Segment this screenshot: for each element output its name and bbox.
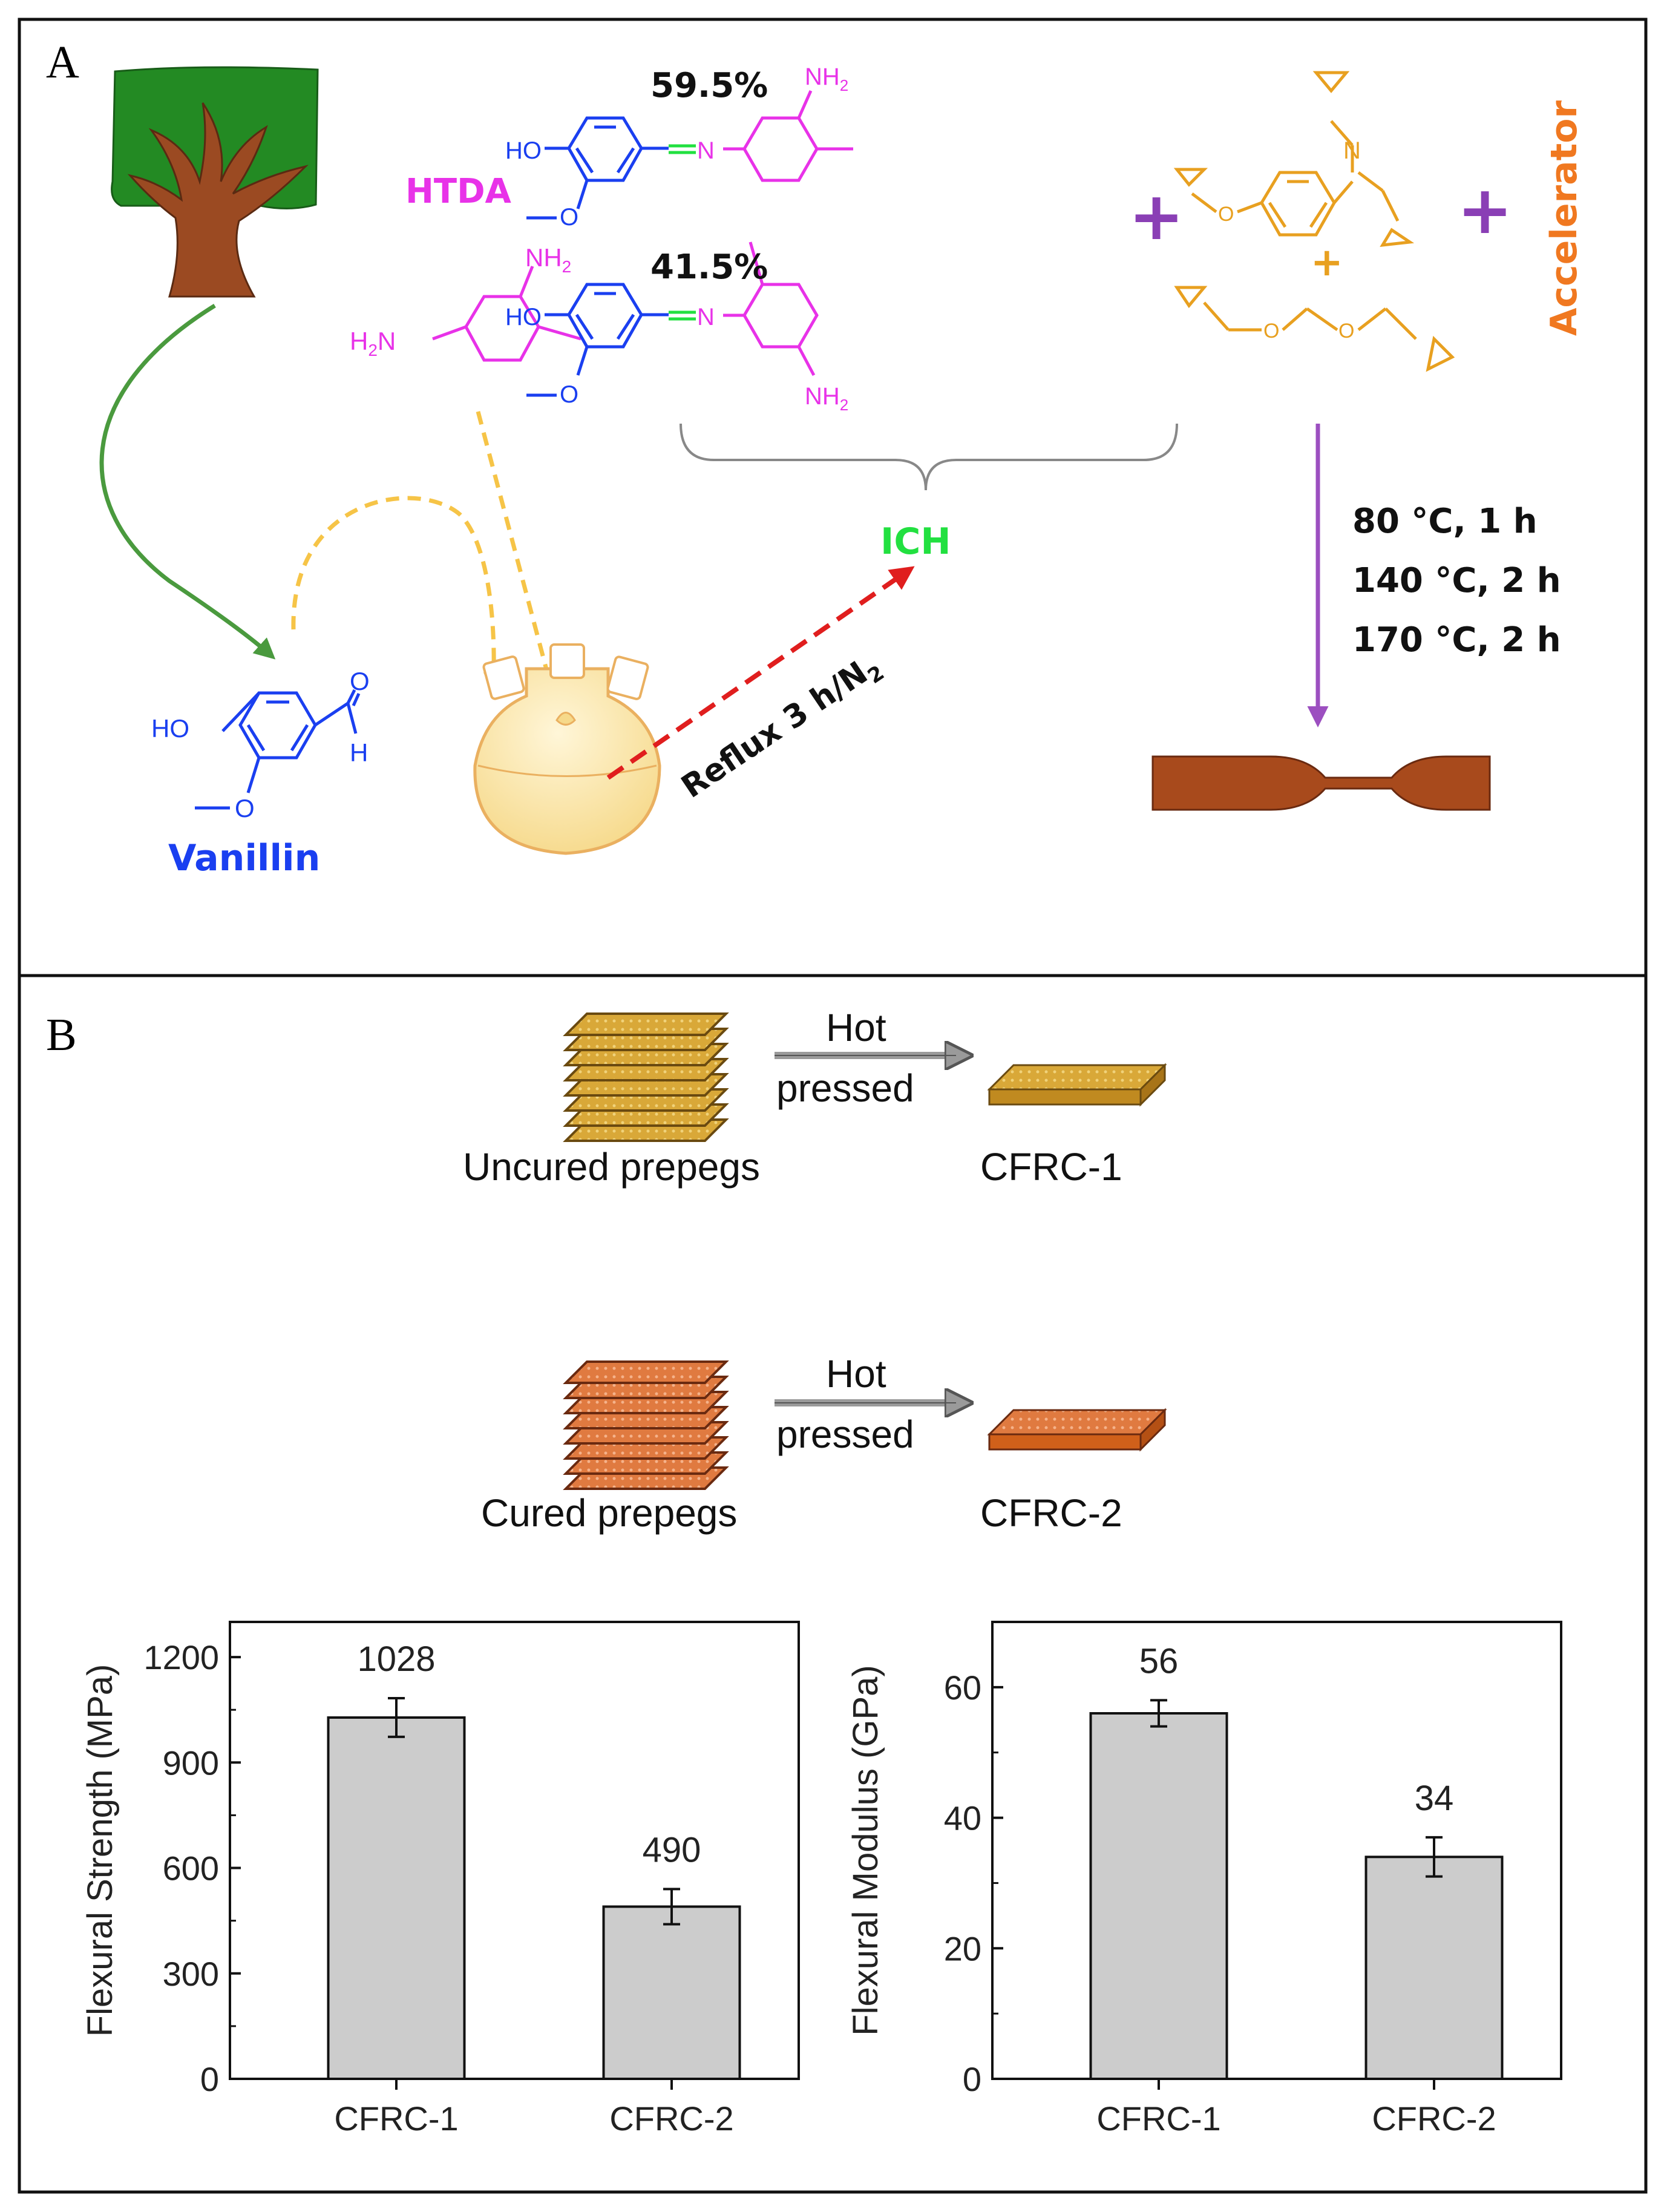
panel-a-label: A: [46, 37, 79, 88]
y-tick-label: 0: [200, 2060, 219, 2098]
ich-top-nh2: NH2: [805, 64, 848, 94]
y-tick-label: 1200: [143, 1638, 219, 1676]
tree-to-vanillin-arrow: [99, 304, 276, 660]
data-label: 56: [1139, 1641, 1179, 1681]
dogbone-specimen-icon: [1151, 755, 1491, 811]
cfrc1-laminate-icon: [987, 1063, 1167, 1107]
ich-bottom-nh2: NH2: [805, 383, 848, 414]
uncured-prepreg-stack-icon: [563, 1012, 729, 1142]
vanillin-to-flask-arrow: [291, 496, 505, 694]
panel-b-frame: [18, 974, 1648, 2194]
data-label: 1028: [357, 1639, 435, 1679]
ich-top-percent: 59.5%: [650, 66, 768, 105]
y-tick-label: 0: [963, 2060, 981, 2098]
cured-prepreg-stack-icon: [563, 1360, 729, 1490]
vanillin-label: Vanillin: [168, 837, 320, 879]
htda-nh2: NH2: [525, 243, 571, 276]
x-tick-label: CFRC-2: [1372, 2099, 1496, 2138]
y-tick-label: 40: [944, 1799, 981, 1837]
ich-structure-bottom: [526, 241, 819, 397]
cfrc1-label: CFRC-1: [980, 1145, 1122, 1189]
uncured-prepregs-label: Uncured prepegs: [463, 1145, 760, 1189]
data-label: 490: [643, 1830, 701, 1869]
x-tick-label: CFRC-1: [334, 2099, 458, 2138]
hot-press-label-top: Hot: [826, 1006, 886, 1049]
x-tick-label: CFRC-2: [609, 2099, 733, 2138]
y-tick-label: 60: [944, 1669, 981, 1707]
ich-structure-top: [526, 90, 853, 220]
epoxy-dge-o2: O: [1338, 320, 1354, 343]
reflux-text: Reflux 3 h/N2: [675, 647, 889, 810]
ich-top-ho: HO: [505, 137, 542, 164]
data-label: 34: [1415, 1779, 1454, 1818]
hot-press-label-bottom: pressed: [776, 1413, 914, 1456]
ich-top-o: O: [560, 204, 578, 231]
x-tick-label: CFRC-1: [1096, 2099, 1220, 2138]
vanillin-ho: HO: [151, 714, 189, 743]
bar: [327, 1716, 466, 2080]
cfrc2-laminate-icon: [987, 1408, 1167, 1452]
epoxy-tgap-structure: [1173, 71, 1415, 248]
vanillin-aldehyde-o: O: [350, 667, 370, 695]
htda-to-flask-arrow: [476, 411, 563, 712]
ich-label: ICH: [880, 520, 951, 563]
htda-structure: [432, 266, 581, 362]
cure-step: 80 °C, 1 h: [1352, 502, 1538, 541]
epoxy-dge-structure: [1174, 286, 1455, 372]
y-tick-label: 900: [163, 1744, 219, 1782]
ich-bottom-n: N: [697, 304, 715, 330]
ich-top-n: N: [697, 137, 715, 164]
ich-bottom-o: O: [560, 381, 578, 408]
hot-press-label-top: Hot: [826, 1352, 886, 1396]
y-tick-label: 300: [163, 1955, 219, 1993]
vanillin-structure: [195, 689, 361, 810]
plus-icon: +: [1311, 240, 1343, 285]
tree-icon: [111, 66, 319, 298]
vanillin-o: O: [235, 794, 255, 822]
plus-icon: +: [1128, 177, 1184, 255]
cure-step: 170 °C, 2 h: [1352, 620, 1561, 660]
htda-label: HTDA: [405, 172, 512, 211]
bar: [1089, 1712, 1228, 2080]
ich-bottom-percent: 41.5%: [650, 248, 768, 287]
ich-bottom-ho: HO: [505, 304, 542, 330]
plot-frame: [229, 1621, 800, 2080]
epoxy-dge-o1: O: [1263, 320, 1279, 343]
bar: [602, 1905, 741, 2081]
ich-brace: [680, 423, 1178, 491]
cured-prepregs-label: Cured prepegs: [481, 1491, 737, 1535]
epoxy-o: O: [1218, 203, 1234, 226]
accelerator-label: Accelerator: [1543, 100, 1585, 336]
bar: [1364, 1856, 1504, 2080]
round-bottom-flask-icon: [473, 643, 661, 855]
y-tick-label: 20: [944, 1929, 981, 1967]
htda-h2n: H2N: [350, 327, 396, 359]
y-axis-label: Flexural Modulus (GPa): [846, 1665, 885, 2035]
panel-b-label: B: [46, 1009, 77, 1060]
epoxy-n: N: [1343, 137, 1361, 164]
plus-icon: +: [1457, 171, 1513, 249]
y-axis-label: Flexural Strength (MPa): [80, 1664, 120, 2037]
plot-frame: [991, 1621, 1562, 2080]
cure-step: 140 °C, 2 h: [1352, 561, 1561, 600]
hot-press-label-bottom: pressed: [776, 1066, 914, 1110]
y-tick-label: 600: [163, 1849, 219, 1888]
vanillin-aldehyde-h: H: [350, 738, 368, 767]
reflux-arrow: [606, 566, 915, 780]
cfrc2-label: CFRC-2: [980, 1491, 1122, 1535]
